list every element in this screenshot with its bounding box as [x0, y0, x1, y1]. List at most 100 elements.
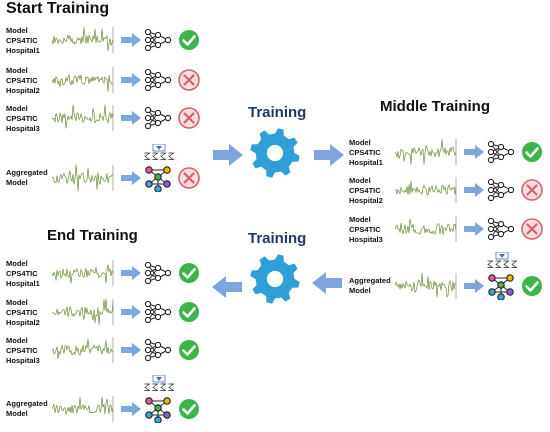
signal-waveform — [395, 177, 457, 203]
neural-network-icon — [144, 28, 172, 52]
neural-network-icon — [487, 217, 515, 241]
neural-network-icon — [487, 178, 515, 202]
check-circle-icon — [179, 30, 199, 50]
aggregated-network-icon — [488, 274, 514, 300]
training-label-bottom: Training — [248, 230, 307, 247]
cross-circle-icon — [521, 179, 543, 201]
row-label-line: Model — [349, 286, 371, 295]
middle-training-title: Middle Training — [380, 98, 491, 115]
arrow-right-icon — [464, 145, 484, 159]
arrow-right-icon — [464, 183, 484, 197]
gear-icon — [250, 254, 300, 304]
row-label-line: Hospital2 — [6, 86, 40, 95]
row-label-line: Aggregated — [6, 399, 48, 408]
signal-waveform — [52, 27, 114, 53]
cross-circle-icon — [178, 69, 200, 91]
row-label-line: Model — [349, 138, 371, 147]
signal-waveform — [52, 260, 114, 286]
arrow-right-icon — [121, 266, 141, 280]
row-label-line: Model — [6, 409, 28, 418]
row-label-line: CPS4TIC — [6, 114, 38, 123]
check-circle-icon — [522, 276, 542, 296]
signal-waveform — [395, 139, 457, 165]
row-label-line: Hospital2 — [349, 196, 383, 205]
row-label-line: Hospital3 — [349, 235, 383, 244]
row-label-line: Aggregated — [6, 168, 48, 177]
flow-arrow-right — [213, 144, 243, 166]
sum-aggregation-icon — [487, 252, 518, 268]
cross-circle-icon — [178, 107, 200, 129]
arrow-right-icon — [121, 111, 141, 125]
row-label-line: Hospital1 — [6, 279, 40, 288]
row-label-line: Hospital3 — [6, 124, 40, 133]
sum-aggregation-icon — [144, 375, 175, 391]
cross-circle-icon — [521, 218, 543, 240]
row-label-line: CPS4TIC — [6, 36, 38, 45]
flow-arrow-right — [314, 144, 344, 166]
end-training-title: End Training — [47, 227, 138, 244]
row-label-line: Hospital1 — [6, 46, 40, 55]
gear-icon — [250, 128, 300, 178]
check-circle-icon — [179, 263, 199, 283]
row-label-line: CPS4TIC — [349, 148, 381, 157]
signal-waveform — [52, 298, 114, 326]
neural-network-icon — [487, 140, 515, 164]
row-label-line: CPS4TIC — [349, 186, 381, 195]
aggregated-network-icon — [145, 166, 171, 192]
arrow-right-icon — [121, 305, 141, 319]
neural-network-icon — [144, 68, 172, 92]
row-label-line: Hospital1 — [349, 158, 383, 167]
arrow-right-icon — [464, 222, 484, 236]
row-label-line: Hospital2 — [6, 318, 40, 327]
row-label-line: Model — [349, 176, 371, 185]
row-label-line: CPS4TIC — [6, 346, 38, 355]
check-circle-icon — [179, 302, 199, 322]
signal-waveform — [52, 104, 114, 131]
sum-aggregation-icon — [144, 144, 175, 160]
signal-waveform — [52, 164, 114, 192]
flow-arrow-left — [312, 272, 342, 294]
signal-waveform — [52, 396, 114, 422]
flow-arrow-left — [212, 276, 242, 298]
training-label-top: Training — [248, 104, 307, 121]
row-label-line: CPS4TIC — [6, 308, 38, 317]
row-label-line: CPS4TIC — [6, 76, 38, 85]
arrow-right-icon — [121, 33, 141, 47]
arrow-right-icon — [121, 171, 141, 185]
row-label-line: Model — [6, 104, 28, 113]
arrow-right-icon — [464, 279, 484, 293]
arrow-right-icon — [121, 73, 141, 87]
cross-circle-icon — [178, 167, 200, 189]
start-training-title: Start Training — [6, 0, 110, 17]
arrow-right-icon — [121, 343, 141, 357]
signal-waveform — [395, 216, 457, 242]
check-circle-icon — [179, 399, 199, 419]
row-label-line: Model — [6, 336, 28, 345]
neural-network-icon — [144, 261, 172, 285]
signal-waveform — [52, 337, 114, 363]
arrow-right-icon — [121, 402, 141, 416]
neural-network-icon — [144, 300, 172, 324]
row-label-line: Model — [6, 178, 28, 187]
row-label-line: Model — [349, 215, 371, 224]
neural-network-icon — [144, 338, 172, 362]
check-circle-icon — [522, 142, 542, 162]
row-label-line: Model — [6, 26, 28, 35]
signal-waveform — [395, 272, 457, 299]
aggregated-network-icon — [145, 397, 171, 423]
row-label-line: CPS4TIC — [6, 269, 38, 278]
row-label-line: CPS4TIC — [349, 225, 381, 234]
